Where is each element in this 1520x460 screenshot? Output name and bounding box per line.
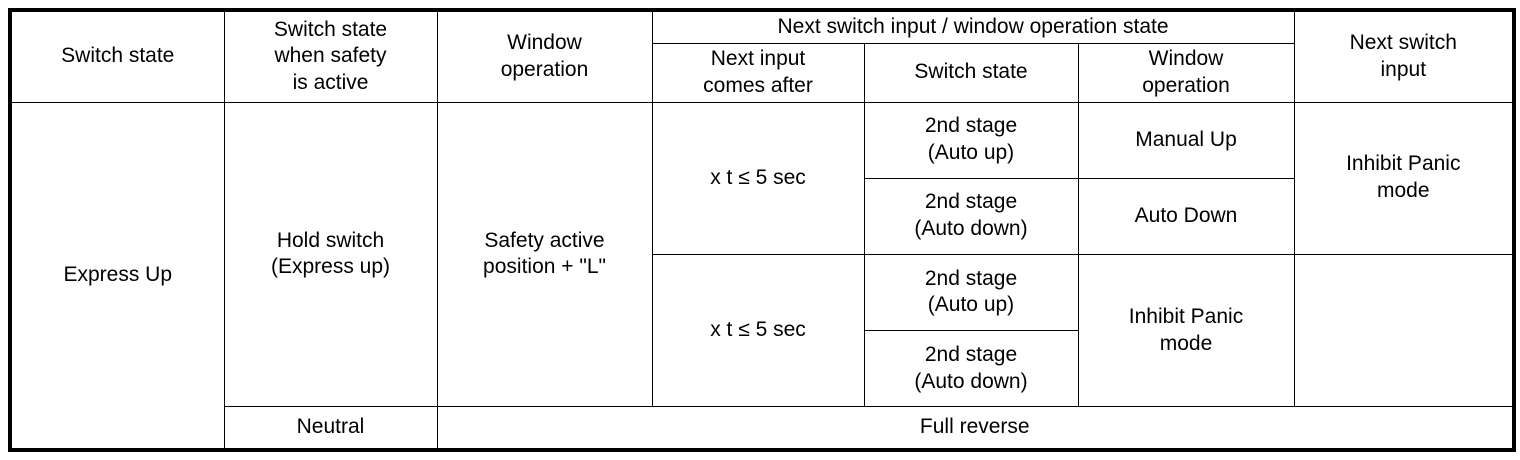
cell-next-switch-state-b2-line1: 2nd stage: [924, 342, 1018, 366]
cell-next-window-operation-a2: Auto Down: [1077, 177, 1295, 255]
table-row: x t ≤ 5 sec 2nd stage (Auto up) Inhibit …: [10, 253, 1515, 408]
cell-next-switch-state-b1-line2: (Auto up): [927, 293, 1015, 317]
table-header: Switch state Switch state when safety is…: [9, 9, 1515, 103]
header-switch-state-safety-line1: Switch state: [273, 17, 388, 41]
table-row: Express Up Hold switch (Express up) Safe…: [9, 101, 1515, 451]
cell-next-window-operation-a1: Manual Up: [1077, 101, 1295, 179]
cell-next-switch-state-a2: 2nd stage (Auto down): [863, 177, 1079, 255]
header-switch-state-safety-line3: is active: [292, 71, 369, 95]
cell-next-switch-input-a-line1: Inhibit Panic: [1346, 152, 1461, 176]
cell-safety-state-hold-switch: Hold switch (Express up): [223, 101, 438, 408]
cell-next-switch-input-a-line2: mode: [1377, 179, 1430, 203]
cell-next-switch-state-a1-line2: (Auto up): [927, 141, 1015, 165]
cell-next-switch-state-a2-line1: 2nd stage: [924, 190, 1018, 214]
header-switch-state: Switch state: [9, 9, 225, 103]
cell-window-operation-line2: position + "L": [483, 255, 606, 279]
header-next-window-operation-line2: operation: [1142, 73, 1230, 97]
cell-next-window-operation-b-line1: Inhibit Panic: [1128, 304, 1244, 328]
cell-next-switch-state-b2-line2: (Auto down): [914, 369, 1028, 393]
header-next-switch-input-line1: Next switch: [1349, 30, 1457, 54]
header-window-operation-line2: operation: [500, 57, 589, 81]
cell-next-window-operation-b: Inhibit Panic mode: [1077, 253, 1295, 408]
table-row: 2nd stage (Auto down) Auto Down: [10, 177, 1514, 255]
header-row-sub: Next input comes after Switch state Wind…: [10, 42, 1514, 103]
cell-safety-state-line2: (Express up): [270, 255, 391, 279]
header-next-input-comes-after: Next input comes after: [651, 42, 865, 103]
cell-next-input-comes-after-a: x t ≤ 5 sec: [651, 101, 865, 255]
cell-window-operation-safety-active: Safety active position + "L": [436, 101, 653, 408]
cell-safety-state-line1: Hold switch: [276, 228, 385, 252]
header-next-switch-input: Next switch input: [1293, 9, 1515, 103]
cell-full-reverse: Full reverse: [436, 406, 1515, 451]
header-next-window-operation: Window operation: [1077, 42, 1295, 103]
cell-next-switch-state-a2-line2: (Auto down): [914, 217, 1028, 241]
header-next-switch-input-group: Next switch input / window operation sta…: [651, 9, 1295, 44]
cell-next-switch-state-b1: 2nd stage (Auto up): [863, 253, 1079, 332]
cell-next-switch-state-a1: 2nd stage (Auto up): [863, 101, 1079, 179]
cell-next-input-comes-after-b: x t ≤ 5 sec: [651, 253, 865, 408]
header-next-switch-input-line2: input: [1380, 57, 1427, 81]
header-row-group: Switch state Switch state when safety is…: [9, 9, 1515, 103]
cell-switch-state-express-up: Express Up: [9, 101, 225, 451]
header-next-window-operation-line1: Window: [1148, 46, 1224, 70]
cell-next-switch-input-a: Inhibit Panic mode: [1293, 101, 1515, 255]
table-row-neutral: Neutral Full reverse: [10, 406, 1515, 451]
cell-next-window-operation-b-line2: mode: [1159, 331, 1213, 355]
header-next-switch-state: Switch state: [863, 42, 1079, 103]
switch-state-table: Switch state Switch state when safety is…: [8, 8, 1517, 452]
header-switch-state-safety: Switch state when safety is active: [223, 9, 438, 103]
cell-next-switch-state-b1-line1: 2nd stage: [924, 266, 1018, 290]
cell-next-switch-state-a1-line1: 2nd stage: [924, 114, 1018, 138]
cell-safety-state-neutral: Neutral: [223, 406, 438, 451]
header-window-operation-line1: Window: [507, 30, 582, 54]
cell-window-operation-line1: Safety active: [484, 228, 605, 252]
header-window-operation: Window operation: [436, 9, 653, 103]
header-next-input-comes-after-line2: comes after: [703, 73, 813, 97]
cell-next-switch-state-b2: 2nd stage (Auto down): [863, 330, 1079, 408]
table-row: 2nd stage (Auto down): [10, 330, 1514, 408]
table-body: Express Up Hold switch (Express up) Safe…: [9, 101, 1515, 451]
cell-next-switch-input-b: [1293, 253, 1515, 408]
header-next-input-comes-after-line1: Next input: [710, 46, 806, 70]
header-switch-state-safety-line2: when safety: [274, 44, 387, 68]
